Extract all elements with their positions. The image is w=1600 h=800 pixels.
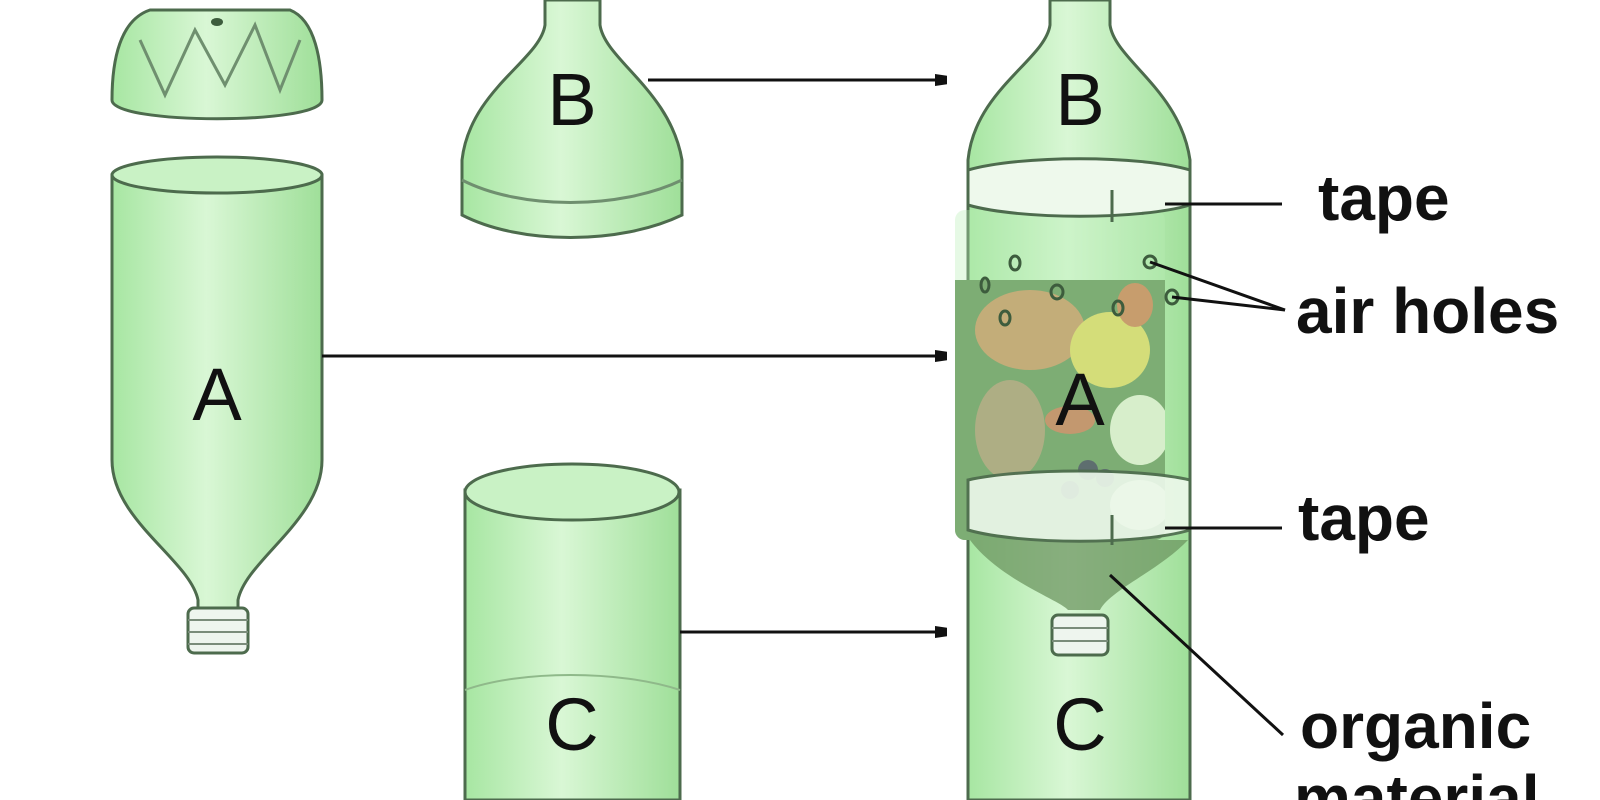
bottle-base-piece [110,8,324,121]
assembled-bottle: B A C [955,0,1192,800]
label-organic: organic [1300,690,1531,762]
part-b-label: B [547,58,596,141]
part-c-piece: C [463,462,682,800]
leader-organic-material [1108,573,1285,737]
part-a-label: A [192,353,242,436]
part-a-piece: A [110,155,324,655]
assembled-b-label: B [1055,58,1104,141]
label-tape-top: tape [1318,162,1450,234]
part-b-piece: B [460,0,684,239]
leader-air-hole-2 [1171,295,1286,312]
leader-air-hole-1 [1149,260,1286,312]
part-c-label: C [545,683,598,766]
label-air-holes: air holes [1296,275,1559,347]
tape-band-top [966,157,1192,218]
assembled-a-label: A [1055,358,1105,441]
label-material: material [1294,762,1539,800]
label-tape-bottom: tape [1298,482,1430,554]
assembled-c-label: C [1053,683,1106,766]
tape-band-bottom [966,469,1192,543]
